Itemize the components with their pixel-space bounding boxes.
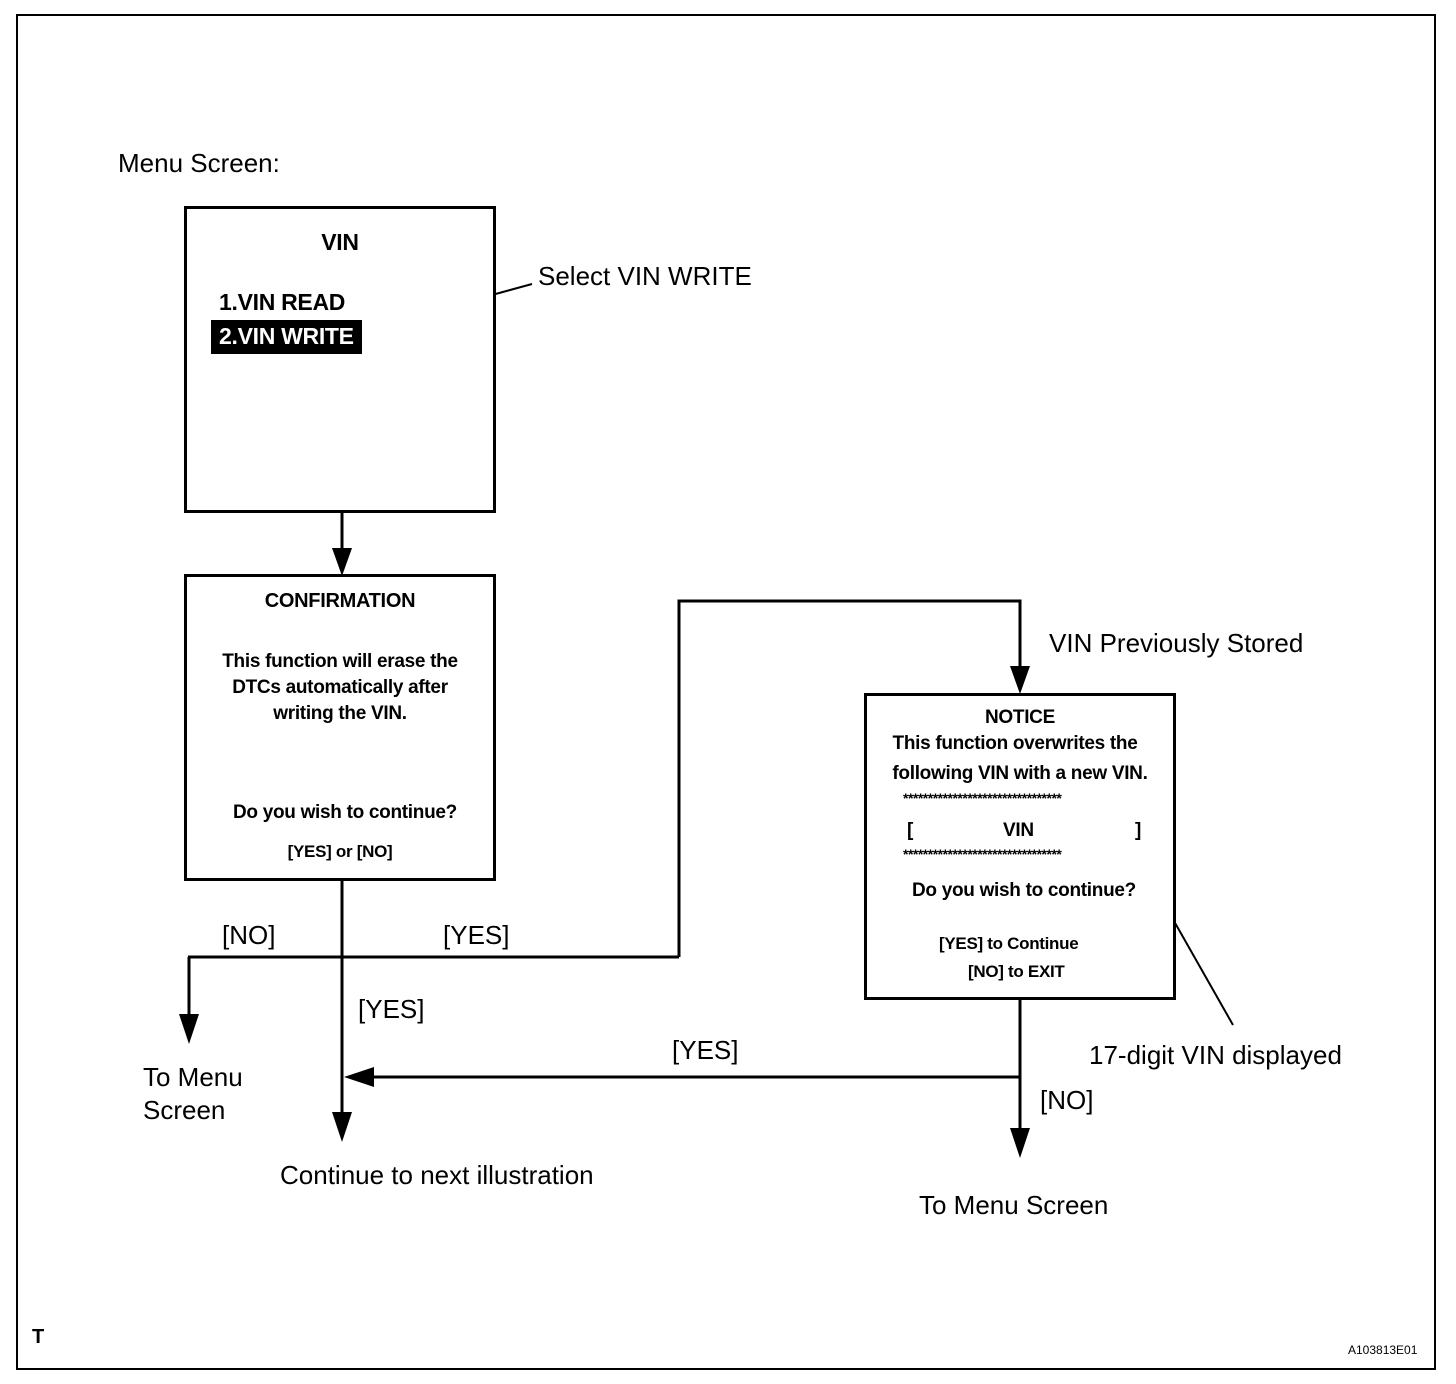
arrow-yes-to-notice [677, 599, 1022, 957]
menu-item-vin-write[interactable]: 2.VIN WRITE [211, 320, 362, 354]
label-yes-down: [YES] [358, 994, 425, 1024]
notice-question: Do you wish to continue? [912, 880, 1136, 901]
notice-yes-option: [YES] to Continue [939, 934, 1079, 953]
label-no-notice: [NO] [1040, 1085, 1094, 1115]
callout-select-label: Select VIN WRITE [538, 261, 752, 291]
confirmation-question: Do you wish to continue? [233, 802, 457, 823]
notice-bracket-close: ] [1135, 820, 1142, 841]
label-yes-branch: [YES] [443, 920, 510, 950]
label-no-left: [NO] [222, 920, 276, 950]
arrowhead-menu-left [179, 1014, 199, 1044]
arrowhead-return [344, 1067, 374, 1087]
confirmation-line-1: This function will erase the [222, 651, 458, 672]
arrowhead-notice [1010, 666, 1030, 694]
notice-line-2: following VIN with a new VIN. [892, 763, 1148, 784]
confirmation-options: [YES] or [NO] [287, 842, 393, 861]
notice-no-option: [NO] to EXIT [968, 962, 1065, 981]
menu-item-vin-read[interactable]: 1.VIN READ [219, 289, 346, 315]
arrowhead-continue [332, 1112, 352, 1142]
vin-menu-screen: VIN 1.VIN READ 2.VIN WRITE [184, 206, 496, 513]
to-menu-right-label: To Menu Screen [919, 1190, 1109, 1220]
vin-displayed-label: 17-digit VIN displayed [1089, 1040, 1342, 1070]
notice-screen: NOTICE This function overwrites the foll… [864, 693, 1176, 1000]
notice-vin-value: VIN [1003, 820, 1034, 841]
menu-screen-label: Menu Screen: [118, 148, 280, 178]
arrowhead-confirmation [332, 548, 352, 576]
notice-stars-top: ******************************** [903, 790, 1062, 806]
figure-frame [16, 14, 1436, 1370]
notice-bracket-open: [ [907, 820, 914, 841]
confirmation-line-3: writing the VIN. [273, 703, 407, 724]
to-menu-left-line-2: Screen [143, 1095, 226, 1125]
figure-id: A103813E01 [1348, 1343, 1418, 1357]
confirmation-screen: CONFIRMATION This function will erase th… [184, 574, 496, 881]
confirmation-line-2: DTCs automatically after [232, 677, 448, 698]
notice-line-1: This function overwrites the [892, 733, 1138, 754]
to-menu-left-line-1: To Menu [143, 1062, 243, 1092]
corner-mark: T [32, 1326, 45, 1348]
notice-stars-bottom: ******************************** [903, 846, 1062, 862]
vin-previously-stored-label: VIN Previously Stored [1049, 628, 1304, 658]
vin-screen-title: VIN [321, 229, 359, 255]
confirmation-title: CONFIRMATION [264, 590, 416, 612]
continue-next-label: Continue to next illustration [280, 1160, 594, 1190]
label-yes-return: [YES] [672, 1035, 739, 1065]
arrowhead-menu-right [1010, 1128, 1030, 1158]
notice-title: NOTICE [985, 707, 1055, 728]
